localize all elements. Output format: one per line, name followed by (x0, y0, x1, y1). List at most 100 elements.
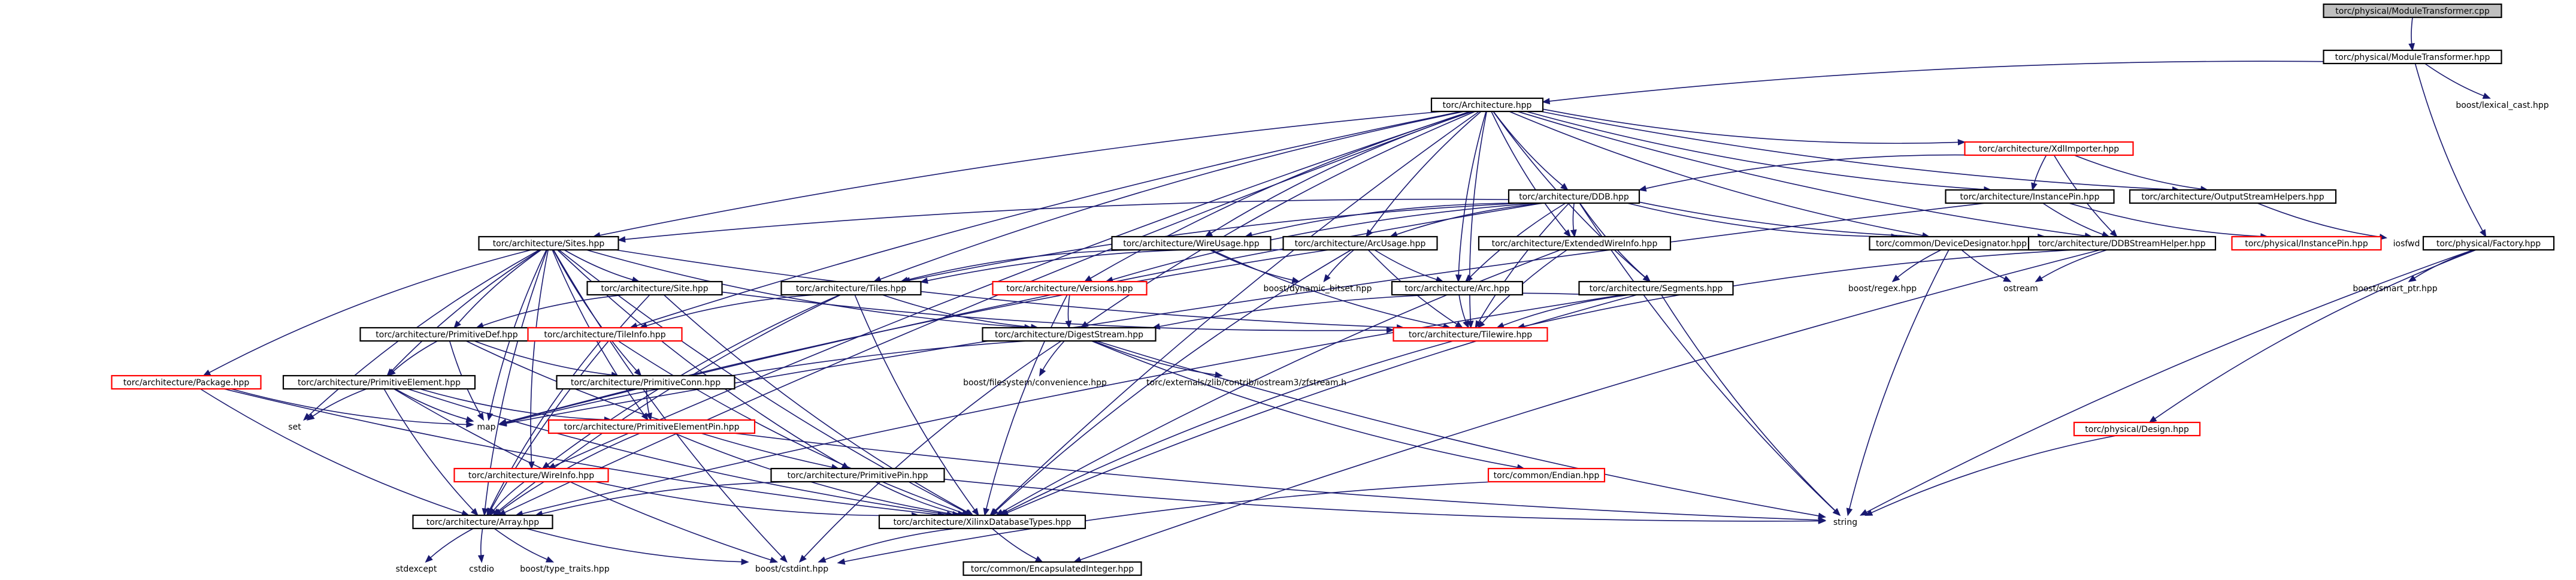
node-site[interactable]: torc/architecture/Site.hpp (586, 280, 723, 296)
edge-arrowhead (2035, 275, 2044, 282)
edge-devdes-to-string (1846, 249, 1950, 516)
node-arcusage[interactable]: torc/architecture/ArcUsage.hpp (1282, 235, 1438, 251)
edge-arch-to-extwireinfo (1491, 111, 1571, 238)
edge-sites-to-primdef (453, 249, 542, 329)
node-label: torc/architecture/ArcUsage.hpp (1295, 239, 1426, 249)
edge-arrowhead (1083, 275, 1092, 282)
node-arch[interactable]: torc/Architecture.hpp (1430, 97, 1544, 113)
node-lexcast: boost/lexical_cast.hpp (2456, 101, 2548, 110)
node-label: torc/architecture/PrimitiveElementPin.hp… (564, 422, 740, 432)
edge-line (494, 528, 548, 560)
edge-line (1865, 249, 2474, 513)
edge-site-to-tilewire (722, 291, 1395, 334)
node-array[interactable]: torc/architecture/Array.hpp (412, 514, 553, 530)
node-box (1487, 467, 1606, 483)
node-box (1578, 280, 1734, 296)
edge-sites-to-cstdint (553, 249, 788, 563)
node-primelempin[interactable]: torc/architecture/PrimitiveElementPin.hp… (547, 419, 756, 434)
node-package[interactable]: torc/architecture/Package.hpp (111, 374, 262, 390)
node-box (1945, 189, 2115, 204)
node-xdl[interactable]: torc/architecture/XdlImporter.hpp (1964, 141, 2134, 156)
edge-arrowhead (1464, 274, 1473, 283)
edges-layer (199, 17, 2491, 566)
edge-arrowhead (489, 508, 497, 516)
node-digest[interactable]: torc/architecture/DigestStream.hpp (982, 327, 1157, 342)
node-primdef[interactable]: torc/architecture/PrimitiveDef.hpp (359, 327, 534, 342)
node-design[interactable]: torc/physical/Design.hpp (2073, 421, 2201, 437)
node-tilewire[interactable]: torc/architecture/Tilewire.hpp (1393, 327, 1548, 342)
edge-arrowhead (1818, 512, 1827, 519)
node-iosfwd: iosfwd (2393, 239, 2420, 249)
node-instpin_arch[interactable]: torc/architecture/InstancePin.hpp (1945, 189, 2115, 204)
node-primconn[interactable]: torc/architecture/PrimitiveConn.hpp (556, 374, 735, 390)
node-label: torc/architecture/ExtendedWireInfo.hpp (1492, 239, 1658, 249)
edge-line (995, 249, 1352, 512)
edge-versions-to-digest (1065, 294, 1072, 329)
edge-array-to-stdexcept (425, 528, 474, 563)
node-tiles[interactable]: torc/architecture/Tiles.hpp (780, 280, 922, 296)
edge-line (1369, 111, 1482, 232)
edge-arrowhead (1215, 371, 1223, 378)
node-xdbtypes[interactable]: torc/architecture/XilinxDatabaseTypes.hp… (878, 514, 1086, 530)
edge-line (1579, 203, 1836, 512)
node-ddb[interactable]: torc/architecture/DDB.hpp (1508, 189, 1640, 204)
node-segments[interactable]: torc/architecture/Segments.hpp (1578, 280, 1734, 296)
edge-line (1067, 294, 1070, 322)
node-label: torc/architecture/Arc.hpp (1404, 284, 1509, 294)
node-label: stdexcept (396, 564, 437, 574)
node-tileinfo[interactable]: torc/architecture/TileInfo.hpp (527, 327, 683, 342)
edge-arrowhead (769, 557, 779, 563)
node-versions[interactable]: torc/architecture/Versions.hpp (992, 280, 1148, 296)
edge-line (1374, 249, 1437, 280)
node-label: torc/Architecture.hpp (1443, 101, 1532, 110)
node-mt_hpp[interactable]: torc/physical/ModuleTransformer.hpp (2323, 49, 2502, 65)
node-extwireinfo[interactable]: torc/architecture/ExtendedWireInfo.hpp (1478, 235, 1672, 251)
node-endian[interactable]: torc/common/Endian.hpp (1487, 467, 1606, 483)
node-label: torc/common/EncapsulatedInteger.hpp (971, 564, 1134, 574)
node-box (111, 374, 262, 390)
edge-line (395, 388, 468, 420)
edge-line (1458, 294, 1467, 323)
edge-segments-to-digest (1152, 292, 1579, 330)
node-arc[interactable]: torc/architecture/Arc.hpp (1391, 280, 1524, 296)
edge-package-to-array (199, 388, 470, 516)
edge-arrowhead (425, 555, 433, 563)
edge-ddbsh-to-ostream (2035, 249, 2108, 282)
edge-line (1523, 249, 2075, 327)
node-label: torc/externals/zlib/contrib/iostream3/zf… (1146, 378, 1346, 388)
node-osh[interactable]: torc/architecture/OutputStreamHelpers.hp… (2129, 189, 2337, 204)
edge-arrowhead (2480, 229, 2487, 238)
node-label: torc/architecture/Sites.hpp (493, 239, 605, 249)
node-wireusage[interactable]: torc/architecture/WireUsage.hpp (1111, 235, 1272, 251)
node-factory[interactable]: torc/physical/Factory.hpp (2422, 235, 2555, 251)
node-ddbsh[interactable]: torc/architecture/DDBStreamHelper.hpp (2027, 235, 2217, 251)
node-label: torc/architecture/OutputStreamHelpers.hp… (2141, 192, 2324, 202)
node-instpin_phys[interactable]: torc/physical/InstancePin.hpp (2231, 235, 2382, 251)
edge-primdef-to-primelem (388, 340, 438, 377)
node-sites[interactable]: torc/architecture/Sites.hpp (478, 235, 619, 251)
edge-line (407, 388, 948, 515)
node-primpin[interactable]: torc/architecture/PrimitivePin.hpp (770, 467, 945, 483)
edge-arrowhead (1638, 185, 1647, 192)
edge-package-to-map (231, 388, 474, 428)
edge-line (223, 388, 939, 515)
node-label: torc/architecture/PrimitiveConn.hpp (571, 378, 721, 388)
edge-line (586, 249, 1026, 328)
node-typetraits: boost/type_traits.hpp (520, 564, 609, 574)
edge-primconn-to-primelempin (646, 388, 652, 421)
edge-line (1096, 340, 1820, 516)
edge-line (1079, 249, 2100, 561)
node-label: torc/architecture/Segments.hpp (1590, 284, 1723, 294)
node-primelem[interactable]: torc/architecture/PrimitiveElement.hpp (282, 374, 476, 390)
node-encint[interactable]: torc/common/EncapsulatedInteger.hpp (962, 561, 1142, 576)
edge-arch-to-devdes (1509, 111, 1930, 239)
node-wireinfo[interactable]: torc/architecture/WireInfo.hpp (453, 467, 609, 483)
edge-line (547, 294, 840, 466)
edge-line (1089, 111, 1473, 279)
node-mt_cpp[interactable]: torc/physical/ModuleTransformer.cpp (2323, 3, 2502, 19)
node-devdes[interactable]: torc/common/DeviceDesignator.hpp (1869, 235, 2034, 251)
node-ostream: ostream (2003, 284, 2038, 294)
edge-line (879, 111, 1464, 280)
edge-primelem-to-primelempin (419, 388, 612, 423)
node-label: torc/architecture/InstancePin.hpp (1960, 192, 2100, 202)
